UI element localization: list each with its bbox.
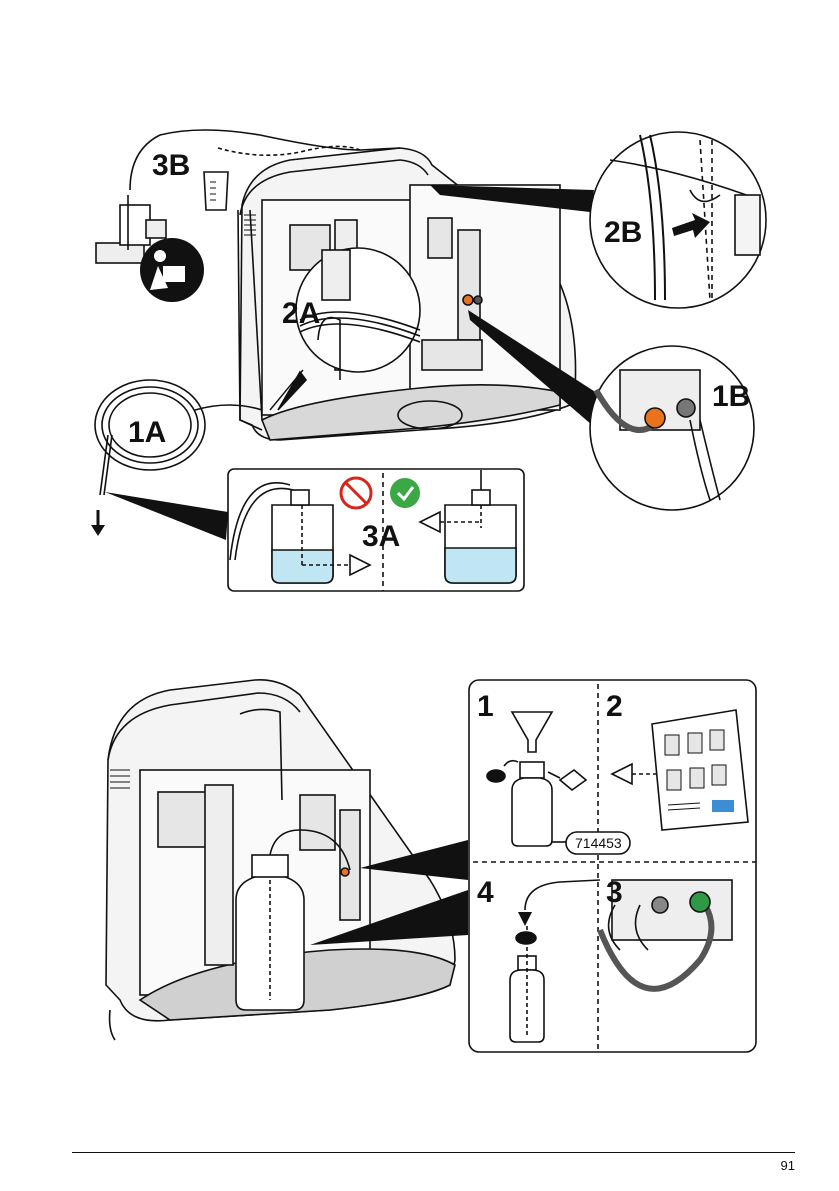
- page-number: 91: [781, 1158, 795, 1173]
- figure-1: [91, 130, 766, 591]
- figure-2: [106, 680, 756, 1052]
- label-step-4: 4: [477, 876, 494, 909]
- label-step-1: 1: [477, 690, 494, 723]
- label-step-2: 2: [606, 690, 623, 723]
- panel-3a: [105, 469, 524, 591]
- read-manual-icon: [140, 238, 204, 302]
- label-3b: 3B: [152, 149, 190, 182]
- label-2a: 2A: [282, 297, 320, 330]
- footer-rule: [72, 1152, 795, 1153]
- label-2b: 2B: [604, 216, 642, 249]
- part-number-label: 714453: [575, 835, 622, 851]
- label-1a: 1A: [128, 416, 166, 449]
- panel-steps-1-4: [469, 680, 756, 1052]
- label-3a: 3A: [362, 520, 400, 553]
- label-step-3: 3: [606, 876, 623, 909]
- label-1b: 1B: [712, 380, 750, 413]
